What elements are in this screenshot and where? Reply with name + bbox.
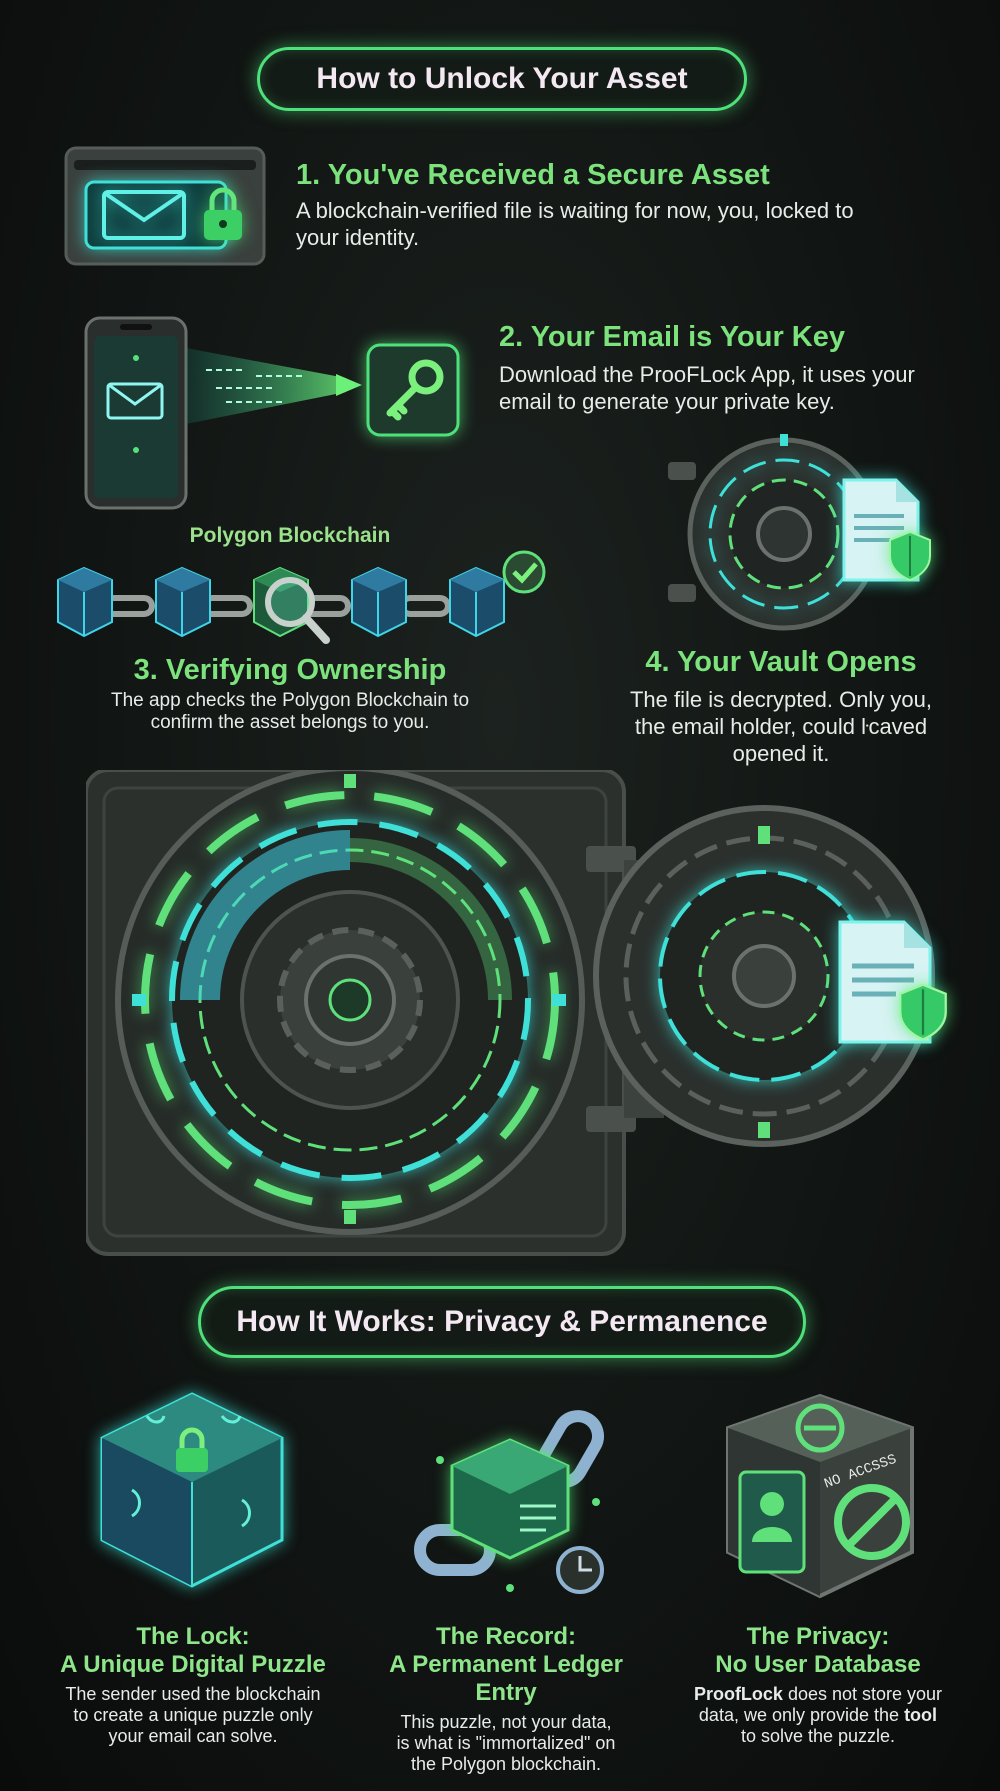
envelope-icon (102, 190, 186, 240)
card-record: The Record: A Permanent Ledger Entry Thi… (356, 1623, 656, 1775)
shield-icon (888, 530, 932, 582)
step1-description: A blockchain-verified file is waiting fo… (296, 198, 854, 250)
step3-title: 3. Verifying Ownership (133, 654, 447, 686)
step2-title: 2. Your Email is Your Key (499, 321, 845, 353)
card-privacy-text: ProofLock does not store your data, we o… (682, 1684, 954, 1747)
card-privacy-tool: tool (904, 1705, 938, 1725)
card-privacy: The Privacy: No User Database ProofLock … (682, 1623, 954, 1747)
section-title: How It Works: Privacy & Permanence (236, 1305, 768, 1338)
magnifier-icon (265, 577, 330, 644)
no-access-icon (834, 1484, 910, 1560)
chain-label: Polygon Blockchain (189, 524, 391, 547)
data-beam (186, 340, 362, 430)
key-icon (366, 343, 460, 437)
blockchain-chain (52, 550, 552, 670)
section-title-pill: How It Works: Privacy & Permanence (198, 1286, 806, 1358)
step3-text-block: 3. Verifying Ownership The app checks th… (80, 653, 500, 734)
step4-title: 4. Your Vault Opens (645, 646, 917, 678)
card-privacy-brand: ProofLock (693, 1684, 783, 1704)
phone-icon (84, 316, 188, 510)
main-title-pill: How to Unlock Your Asset (257, 47, 747, 111)
card-lock: The Lock: A Unique Digital Puzzle The se… (48, 1623, 338, 1747)
card-lock-title-line1: The Lock: (136, 1623, 250, 1650)
vault-shield-icon (898, 982, 948, 1042)
large-vault-illustration (84, 765, 936, 1260)
card-privacy-title-line1: The Privacy: (746, 1623, 890, 1650)
card-privacy-text-b: to solve the puzzle. (740, 1726, 896, 1746)
puzzle-cube-icon (92, 1390, 292, 1590)
card-privacy-text-a: does not store your data, we only provid… (698, 1684, 943, 1725)
page-title: How to Unlock Your Asset (316, 62, 688, 95)
step3-description: The app checks the Polygon Blockchain to… (110, 690, 470, 733)
card-record-text: This puzzle, not your data, is what is "… (396, 1712, 616, 1774)
card-lock-title-line2: A Unique Digital Puzzle (60, 1651, 326, 1678)
small-vault-icon (668, 434, 928, 634)
chain-link-icon (400, 1410, 620, 1596)
step2-description: Download the ProoFLock App, it uses your… (499, 362, 915, 414)
step2-text-block: 2. Your Email is Your Key Download the P… (499, 320, 969, 415)
card-record-title-line1: The Record: (435, 1623, 576, 1650)
padlock-icon (200, 186, 246, 242)
step1-title: 1. You've Received a Secure Asset (296, 159, 770, 191)
step4-description: The file is decrypted. Only you, the ema… (629, 687, 933, 766)
card-lock-text: The sender used the blockchain to create… (65, 1684, 321, 1746)
card-privacy-title-line2: No User Database (715, 1651, 921, 1678)
checkmark-icon (502, 550, 546, 594)
step4-text-block: 4. Your Vault Opens The file is decrypte… (604, 645, 958, 767)
step1-text-block: 1. You've Received a Secure Asset A bloc… (296, 158, 946, 251)
no-access-cube-icon (722, 1392, 918, 1600)
user-card-icon (738, 1470, 806, 1574)
blockchain-cube-icon (57, 566, 113, 638)
card-record-title-line2: A Permanent Ledger Entry (389, 1651, 623, 1706)
